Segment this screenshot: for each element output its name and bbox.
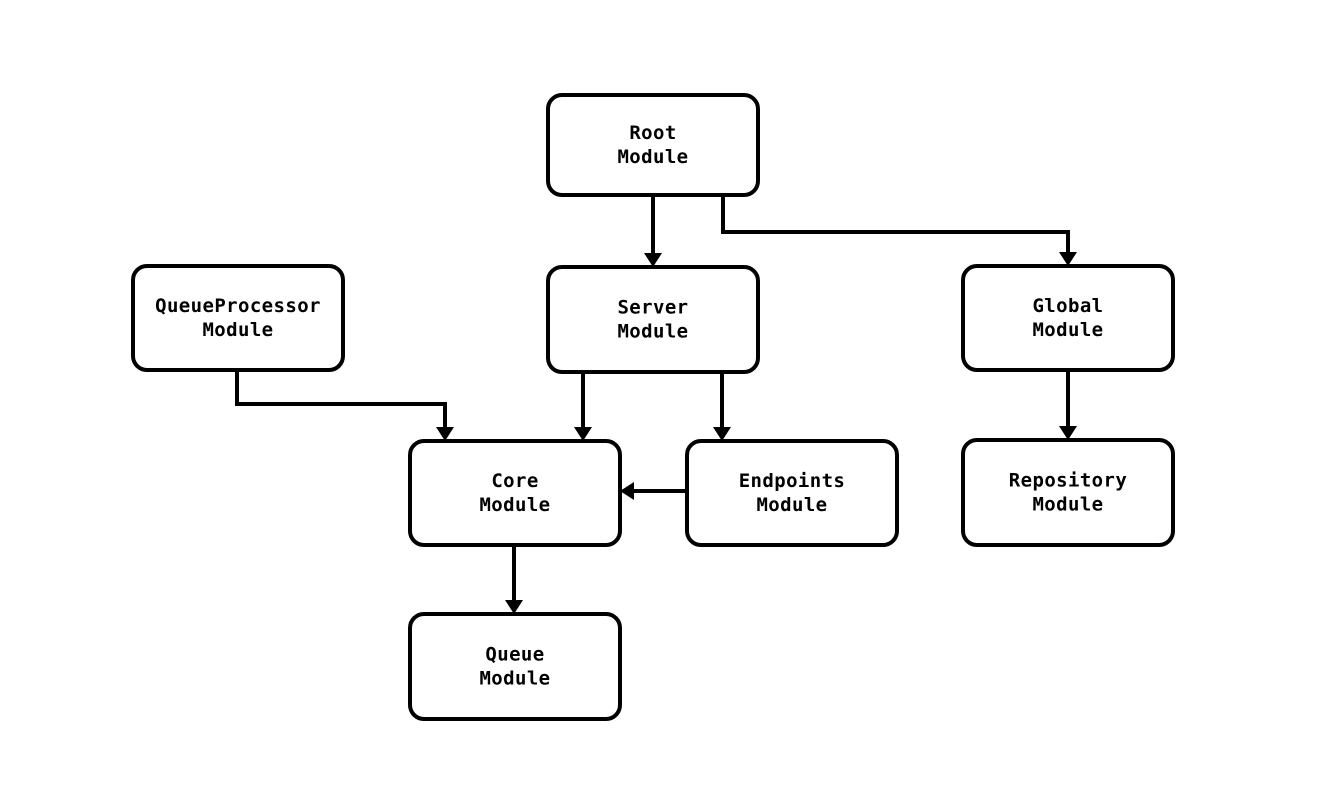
node-box-root[interactable] — [546, 93, 760, 197]
node-label-line1: Queue — [485, 643, 544, 665]
edge-line — [235, 370, 447, 429]
node-label-line1: QueueProcessor — [155, 295, 321, 317]
edge-line — [721, 195, 1070, 254]
node-label-line2: Module — [756, 493, 827, 515]
node-label-line1: Root — [629, 122, 676, 144]
edge-arrowhead — [644, 253, 662, 267]
node-label-line2: Module — [617, 145, 688, 167]
edge-endpoints-to-core — [620, 482, 687, 500]
node-box-server[interactable] — [546, 265, 760, 374]
edges-layer — [235, 195, 1077, 614]
edge-root-to-global — [721, 195, 1077, 266]
node-box-queue[interactable] — [408, 612, 622, 721]
edge-arrowhead — [1059, 252, 1077, 266]
edge-arrowhead — [436, 427, 454, 441]
node-label-line2: Module — [479, 667, 550, 689]
node-label-line2: Module — [1032, 493, 1103, 515]
edge-server-to-core — [574, 372, 592, 441]
node-label-line2: Module — [617, 320, 688, 342]
edge-arrowhead — [713, 427, 731, 441]
node-box-global[interactable] — [961, 264, 1175, 372]
edge-core-to-queue — [505, 545, 523, 614]
node-box-repository[interactable] — [961, 438, 1175, 547]
edge-global-to-repository — [1059, 370, 1077, 440]
node-label-line2: Module — [202, 318, 273, 340]
edge-arrowhead — [505, 600, 523, 614]
node-label-line1: Core — [491, 470, 538, 492]
edge-queueprocessor-to-core — [235, 370, 454, 441]
node-label-line1: Repository — [1009, 469, 1127, 491]
node-box-core[interactable] — [408, 439, 622, 547]
node-box-endpoints[interactable] — [685, 439, 899, 547]
node-label-line2: Module — [479, 493, 550, 515]
edge-root-to-server — [644, 195, 662, 267]
node-label-line1: Global — [1032, 295, 1103, 317]
node-box-queueprocessor[interactable] — [131, 264, 345, 372]
node-label-line2: Module — [1032, 318, 1103, 340]
node-label-line1: Server — [617, 296, 688, 318]
edge-server-to-endpoints — [713, 372, 731, 441]
node-label-line1: Endpoints — [739, 470, 846, 492]
edge-arrowhead — [574, 427, 592, 441]
edge-arrowhead — [1059, 426, 1077, 440]
edge-arrowhead — [620, 482, 634, 500]
